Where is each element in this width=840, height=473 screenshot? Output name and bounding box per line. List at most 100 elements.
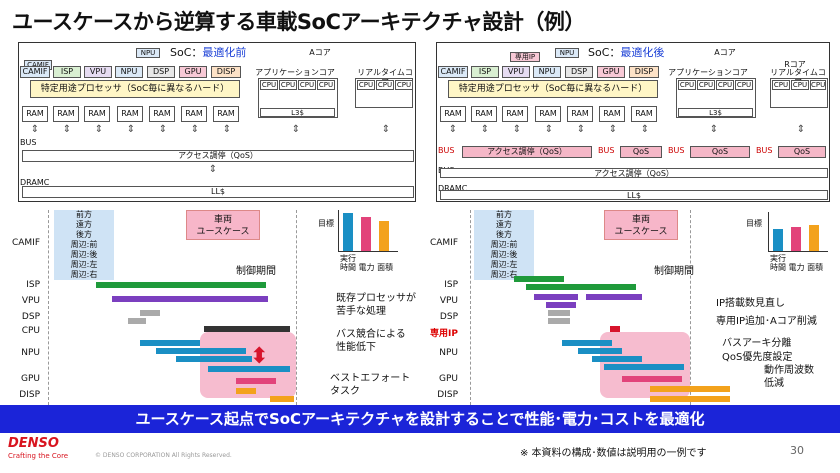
ram-4: RAM <box>117 106 143 122</box>
arrow-icon: ⇕ <box>576 124 586 135</box>
ip-disp: DISP <box>211 66 241 78</box>
soc-prefix: SoC： <box>588 46 621 59</box>
l3-cache: L3$ <box>260 108 335 117</box>
ip-dsp: DSP <box>565 66 593 78</box>
bus-segment-1: アクセス調停（QoS） <box>462 146 592 158</box>
cam-block: 前方 遠方 後方 周辺:前 周辺:後 周辺:左 周辺:右 <box>474 210 534 280</box>
arrow-icon: ⇕ <box>208 164 218 175</box>
cam-item: 周辺:後 <box>474 250 534 260</box>
arrow-icon: ⇕ <box>709 124 719 135</box>
ip-gpu: GPU <box>179 66 207 78</box>
task-bar <box>604 364 684 370</box>
arrow-icon: ⇕ <box>796 124 806 135</box>
soc-state: 最適化前 <box>202 46 247 59</box>
arrow-icon: ⇕ <box>94 124 104 135</box>
arrow-icon: ⇕ <box>190 124 200 135</box>
dramc-label: DRAMC <box>20 178 50 187</box>
app-core-label: アプリケーションコア <box>255 68 335 78</box>
metric-bar <box>791 227 801 251</box>
rt-cpu-2: CPU <box>791 80 809 90</box>
rt-cpu-3: CPU <box>395 80 413 90</box>
special-processor: 特定用途プロセッサ（SoC毎に異なるハード） <box>448 80 658 98</box>
cam-item: 周辺:前 <box>474 240 534 250</box>
task-bar <box>586 294 642 300</box>
metric-labels: 実行時間 電力 面積 <box>340 254 400 272</box>
task-bar <box>204 326 290 332</box>
ram-1: RAM <box>440 106 466 122</box>
ram-5: RAM <box>149 106 175 122</box>
ram-5: RAM <box>567 106 593 122</box>
metric-bar <box>809 225 819 251</box>
arrow-icon: ⇕ <box>608 124 618 135</box>
row-label: CPU <box>21 326 40 336</box>
ip-gpu: GPU <box>597 66 625 78</box>
cpu-2: CPU <box>279 80 297 90</box>
task-bar <box>534 294 578 300</box>
bus-segment-3: QoS <box>690 146 750 158</box>
cam-item: 周辺:右 <box>54 270 114 280</box>
metric-bar <box>773 229 783 251</box>
arrow-icon: ⇕ <box>62 124 72 135</box>
task-bar <box>622 376 682 382</box>
stack-npu: NPU <box>555 48 579 58</box>
row-label: VPU <box>21 296 40 306</box>
metric-label: 実行時間 <box>770 254 786 272</box>
cam-item: 周辺:左 <box>54 260 114 270</box>
cam-block: 前方 遠方 後方 周辺:前 周辺:後 周辺:左 周辺:右 <box>54 210 114 280</box>
metric-label: 面積 <box>377 263 394 272</box>
note: ベストエフォート タスク <box>330 373 411 397</box>
metric-bar <box>343 213 353 251</box>
arrow-icon: ⇕ <box>222 124 232 135</box>
dramc-label: DRAMC <box>438 184 468 193</box>
cam-item: 周辺:後 <box>54 250 114 260</box>
metric-label: 電力 <box>358 263 375 272</box>
copyright: © DENSO CORPORATION All Rights Reserved. <box>95 452 232 459</box>
metric-label: 実行時間 <box>340 254 356 272</box>
soc-prefix: SoC： <box>170 46 203 59</box>
cpu-1: CPU <box>260 80 278 90</box>
cpu-4: CPU <box>317 80 335 90</box>
rt-core-label: リアルタイムコア <box>355 68 415 87</box>
ip-camif: CAMIF <box>20 66 50 78</box>
cam-item: 後方 <box>54 230 114 240</box>
note: バスアーキ分離 <box>722 338 792 349</box>
row-label: DISP <box>19 390 40 400</box>
metric-bar <box>379 221 389 251</box>
arrow-icon: ⇕ <box>544 124 554 135</box>
task-bar <box>548 310 570 316</box>
cam-item: 周辺:前 <box>54 240 114 250</box>
arrow-icon: ⇕ <box>512 124 522 135</box>
metric-label: 電力 <box>788 263 805 272</box>
bus-segment-2: QoS <box>620 146 662 158</box>
bus-segment-4: QoS <box>778 146 826 158</box>
page-title: ユースケースから逆算する車載SoCアーキテクチャ設計（例） <box>12 10 585 34</box>
task-bar <box>514 276 564 282</box>
ll-bar: LL$ <box>440 190 828 200</box>
rt-cpu-2: CPU <box>376 80 394 90</box>
summary-banner: ユースケース起点でSoCアーキテクチャを設計することで性能･電力･コストを最適化 <box>0 405 840 433</box>
soc-label-before: SoC：最適化前 <box>170 44 246 60</box>
page-number: 30 <box>790 444 804 457</box>
cam-item: 遠方 <box>474 220 534 230</box>
rt-core-block <box>355 78 413 108</box>
ip-npu: NPU <box>533 66 561 78</box>
ram-6: RAM <box>181 106 207 122</box>
cpu-4: CPU <box>735 80 753 90</box>
row-label: CAMIF <box>11 238 40 248</box>
note: 専用IP追加･Aコア削減 <box>716 316 817 327</box>
task-bar <box>208 366 290 372</box>
task-bar <box>578 348 622 354</box>
row-label-special-ip: 専用IP <box>430 329 458 339</box>
ram-1: RAM <box>22 106 48 122</box>
bus-label: BUS <box>438 146 455 155</box>
cam-item: 前方 <box>54 210 114 220</box>
rt-core-label: リアルタイムコア <box>768 68 828 87</box>
target-label: 目標 <box>318 219 334 228</box>
task-bar <box>546 302 576 308</box>
metric-label: 面積 <box>807 263 824 272</box>
l3-cache: L3$ <box>678 108 753 117</box>
row-label: GPU <box>21 374 40 384</box>
ram-3: RAM <box>84 106 110 122</box>
arrow-icon: ⇕ <box>480 124 490 135</box>
a-core-label: Aコア <box>705 48 745 58</box>
